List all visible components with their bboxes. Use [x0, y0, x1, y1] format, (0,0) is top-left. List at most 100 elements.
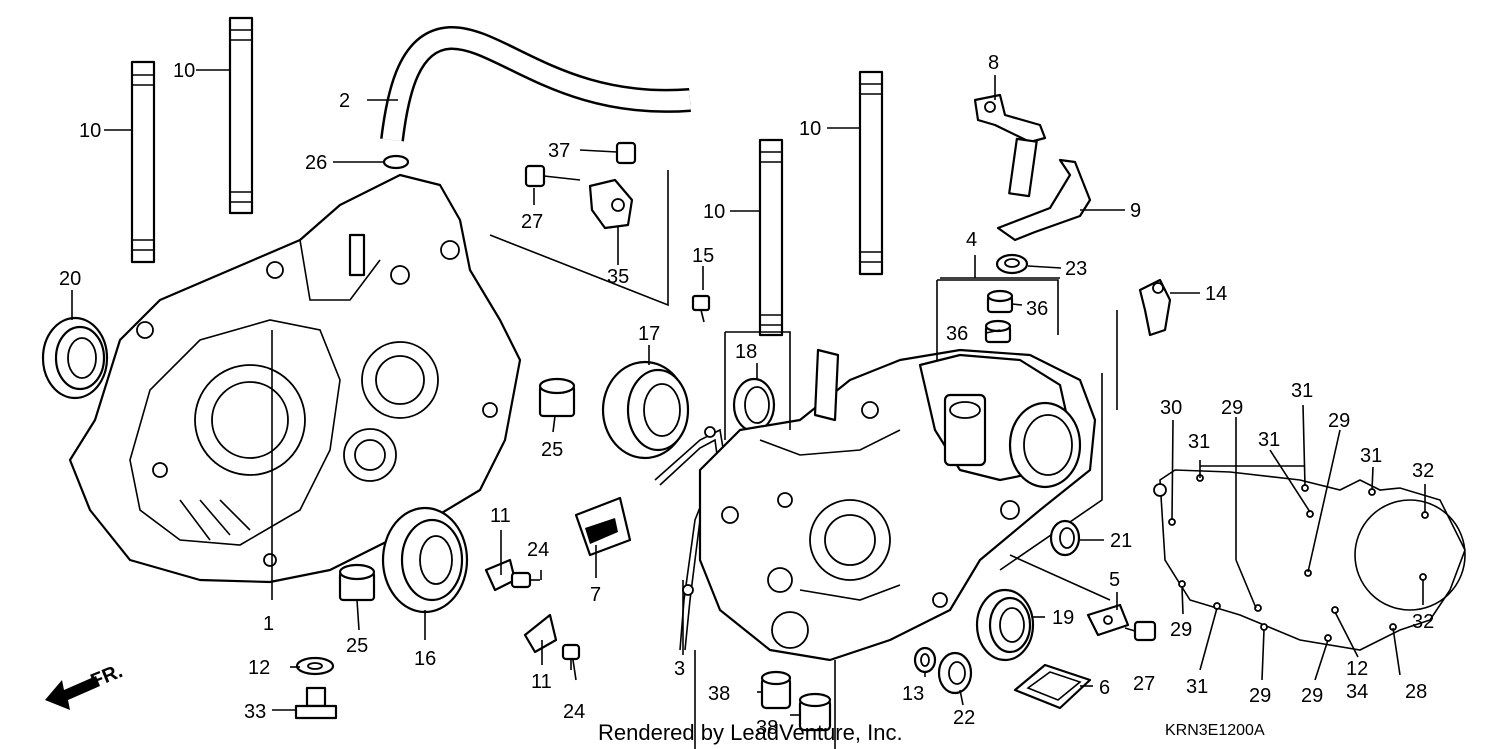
stud-bolt-left-short — [130, 60, 156, 264]
callout-29-c: 29 — [1249, 685, 1271, 707]
callout-10-c: 10 — [799, 118, 821, 140]
callout-18: 18 — [735, 341, 757, 363]
callout-17: 17 — [638, 323, 660, 345]
callout-24-a: 24 — [527, 539, 549, 561]
drain-bolt — [294, 686, 338, 720]
washer-13 — [913, 646, 937, 674]
diagram-code: KRN3E1200A — [1165, 722, 1265, 739]
callout-15: 15 — [692, 245, 714, 267]
front-marker-label: FR. — [88, 660, 126, 692]
right-crankcase — [698, 348, 1097, 662]
callout-25-b: 25 — [346, 635, 368, 657]
needle-bearing — [732, 377, 776, 433]
bearing-setting-plate-lower — [523, 613, 558, 654]
oil-seal-23 — [995, 253, 1029, 275]
gearshift-arm — [973, 93, 1047, 198]
screw-upper — [510, 571, 540, 589]
callout-30: 30 — [1160, 397, 1182, 419]
dowel-collar-lower — [984, 319, 1012, 344]
callout-labels: 1 2 3 4 5 6 7 8 9 10 10 10 10 11 11 12 1… — [59, 52, 1434, 739]
callout-22: 22 — [953, 707, 975, 729]
left-crankcase — [68, 173, 522, 584]
gearshift-plate — [996, 158, 1092, 242]
callout-12-b: 12 — [1346, 658, 1368, 680]
callout-8: 8 — [988, 52, 999, 74]
front-direction-marker: FR. — [45, 660, 126, 710]
callout-27-b: 27 — [1133, 673, 1155, 695]
stud-bolt-right — [858, 70, 884, 276]
callout-1: 1 — [263, 613, 274, 635]
callout-37: 37 — [548, 140, 570, 162]
callout-21: 21 — [1110, 530, 1132, 552]
dowel-pin-upper — [538, 377, 576, 418]
callout-31-a: 31 — [1188, 431, 1210, 453]
rendered-by-credit: Rendered by LeadVenture, Inc. — [598, 720, 903, 745]
callout-11-a: 11 — [490, 505, 511, 527]
callout-26: 26 — [305, 152, 327, 174]
needle-bearing-38-upper — [760, 670, 792, 710]
grouping-bracket-right-case — [694, 279, 1118, 749]
oil-seal-left — [41, 316, 109, 400]
callout-29-a: 29 — [1170, 619, 1192, 641]
callout-36-a: 36 — [1026, 298, 1048, 320]
callout-13: 13 — [902, 683, 924, 705]
bearing-22 — [937, 651, 973, 695]
oil-seal-19 — [975, 588, 1035, 662]
stud-bolt-center — [758, 138, 784, 337]
callout-31-b: 31 — [1258, 429, 1280, 451]
callout-9: 9 — [1130, 200, 1141, 222]
breather-joint-group — [489, 141, 669, 307]
callout-29-e: 29 — [1328, 410, 1350, 432]
callout-33: 33 — [244, 701, 266, 723]
stud-bolt-left-tall — [228, 16, 254, 215]
cover-gasket — [1153, 469, 1466, 651]
callout-19: 19 — [1052, 607, 1074, 629]
setting-plate-5 — [1086, 603, 1130, 637]
main-bearing-left — [381, 506, 469, 614]
callout-5: 5 — [1109, 569, 1120, 591]
callout-38-b: 38 — [756, 717, 778, 739]
callout-10-d: 10 — [703, 201, 725, 223]
needle-bearing-38-lower — [798, 692, 832, 732]
callout-34: 34 — [1346, 681, 1368, 703]
callout-31-c: 31 — [1291, 380, 1313, 402]
oil-strainer — [574, 496, 632, 557]
callout-20: 20 — [59, 268, 81, 290]
callout-35: 35 — [607, 266, 629, 288]
callout-3: 3 — [674, 658, 685, 680]
flange-bolt — [691, 294, 711, 323]
callout-14: 14 — [1205, 283, 1227, 305]
callout-10-b: 10 — [79, 120, 101, 142]
callout-7: 7 — [590, 584, 601, 606]
callout-6: 6 — [1099, 677, 1110, 699]
screw-lower — [561, 643, 581, 670]
sealing-washer — [295, 656, 335, 676]
strainer-screen-6 — [1013, 663, 1092, 710]
hose-clamp — [1138, 278, 1172, 337]
callout-27-a: 27 — [521, 211, 543, 233]
callout-10-a: 10 — [173, 60, 195, 82]
dowel-collar-upper — [986, 289, 1014, 314]
flange-bolt-27 — [1124, 620, 1157, 642]
crank-bearing-right — [601, 360, 690, 460]
callout-4: 4 — [966, 229, 977, 251]
callout-25-a: 25 — [541, 439, 563, 461]
callout-29-b: 29 — [1221, 397, 1243, 419]
callout-24-b: 24 — [563, 701, 585, 723]
tube-clip — [382, 154, 410, 170]
dowel-pin-lower — [338, 563, 376, 602]
callout-23: 23 — [1065, 258, 1087, 280]
callout-2: 2 — [339, 90, 350, 112]
callout-31-e: 31 — [1186, 676, 1208, 698]
callout-38-a: 38 — [708, 683, 730, 705]
callout-11-b: 11 — [531, 671, 552, 693]
callout-31-d: 31 — [1360, 445, 1382, 467]
callout-32-a: 32 — [1412, 460, 1434, 482]
callout-32-b: 32 — [1412, 611, 1434, 633]
callout-12-a: 12 — [248, 657, 270, 679]
oil-seal-21 — [1049, 519, 1081, 557]
callout-29-d: 29 — [1301, 685, 1323, 707]
callout-36-b: 36 — [946, 323, 968, 345]
callout-16: 16 — [414, 648, 436, 670]
